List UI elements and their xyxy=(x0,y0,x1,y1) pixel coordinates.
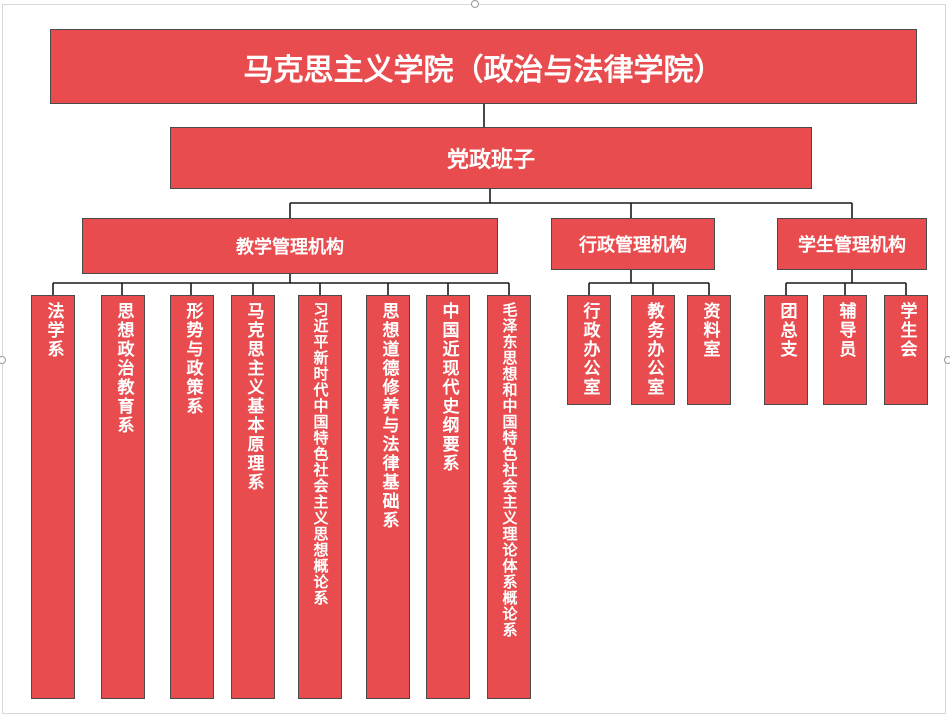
resize-handle-top[interactable] xyxy=(471,0,479,8)
dept-morality-law[interactable]: 思想道德修养与法律基础系 xyxy=(366,295,410,699)
dept-modern-history[interactable]: 中国近现代史纲要系 xyxy=(426,295,470,699)
dept-modern-history-label: 中国近现代史纲要系 xyxy=(438,302,459,473)
teaching-management-label: 教学管理机构 xyxy=(236,237,344,258)
dept-morality-law-label: 思想道德修养与法律基础系 xyxy=(378,302,399,530)
dept-ideological-political-education-label: 思想政治教育系 xyxy=(113,302,134,435)
office-academic-affairs[interactable]: 教务办公室 xyxy=(631,295,675,405)
dept-situation-policy[interactable]: 形势与政策系 xyxy=(170,295,214,699)
office-academic-affairs-label: 教务办公室 xyxy=(643,302,664,397)
dept-mao-theory-label: 毛泽东思想和中国特色社会主义理论体系概论系 xyxy=(500,302,519,638)
dept-situation-policy-label: 形势与政策系 xyxy=(182,302,203,416)
dept-xi-thought[interactable]: 习近平新时代中国特色社会主义思想概论系 xyxy=(298,295,342,699)
office-administrative[interactable]: 行政办公室 xyxy=(567,295,611,405)
dept-law-label: 法学系 xyxy=(43,302,64,359)
administrative-management-label: 行政管理机构 xyxy=(579,235,687,256)
dept-marxism-principles-label: 马克思主义基本原理系 xyxy=(243,302,264,492)
student-management-label: 学生管理机构 xyxy=(798,235,906,256)
office-reference-room-label: 资料室 xyxy=(699,302,720,359)
unit-student-union-label: 学生会 xyxy=(896,302,917,359)
leadership-label: 党政班子 xyxy=(446,148,535,173)
student-management-node[interactable]: 学生管理机构 xyxy=(777,218,927,270)
root-label: 马克思主义学院（政治与法律学院） xyxy=(243,52,724,88)
office-reference-room[interactable]: 资料室 xyxy=(687,295,731,405)
unit-youth-league-label: 团总支 xyxy=(776,302,797,359)
unit-counselors[interactable]: 辅导员 xyxy=(823,295,867,405)
unit-counselors-label: 辅导员 xyxy=(835,302,856,359)
root-node[interactable]: 马克思主义学院（政治与法律学院） xyxy=(50,29,917,104)
unit-youth-league[interactable]: 团总支 xyxy=(764,295,808,405)
dept-ideological-political-education[interactable]: 思想政治教育系 xyxy=(101,295,145,699)
administrative-management-node[interactable]: 行政管理机构 xyxy=(551,218,715,270)
dept-mao-theory[interactable]: 毛泽东思想和中国特色社会主义理论体系概论系 xyxy=(487,295,531,699)
dept-marxism-principles[interactable]: 马克思主义基本原理系 xyxy=(231,295,275,699)
office-administrative-label: 行政办公室 xyxy=(579,302,600,397)
dept-law[interactable]: 法学系 xyxy=(31,295,75,699)
dept-xi-thought-label: 习近平新时代中国特色社会主义思想概论系 xyxy=(311,302,330,606)
resize-handle-right[interactable] xyxy=(944,356,950,364)
leadership-node[interactable]: 党政班子 xyxy=(170,127,812,189)
teaching-management-node[interactable]: 教学管理机构 xyxy=(82,218,498,274)
resize-handle-left[interactable] xyxy=(0,356,6,364)
unit-student-union[interactable]: 学生会 xyxy=(884,295,928,405)
